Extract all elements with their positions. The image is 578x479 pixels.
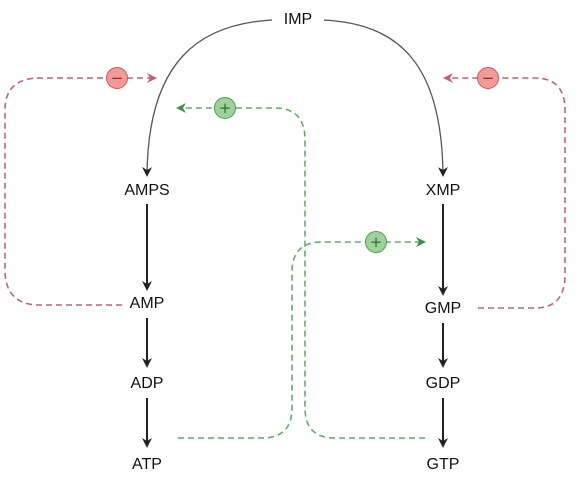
- node-atp: ATP: [129, 456, 165, 474]
- node-amps: AMPS: [121, 182, 173, 200]
- atp-activation-plus-icon: +: [365, 231, 387, 253]
- node-adp: ADP: [127, 375, 167, 393]
- gtp-activation-path: [176, 103, 425, 439]
- node-amp: AMP: [126, 295, 168, 313]
- node-gtp: GTP: [423, 456, 463, 474]
- imp-to-amps-arc: [142, 19, 273, 177]
- gmp-inhibition-loop: [443, 73, 566, 309]
- atp-activation-path: [178, 237, 426, 439]
- node-xmp: XMP: [422, 182, 464, 200]
- gtp-activation-plus-icon: +: [214, 97, 236, 119]
- gmp-inhibition-minus-icon: −: [477, 67, 499, 89]
- node-imp: IMP: [280, 11, 316, 29]
- imp-to-xmp-arc: [323, 19, 448, 177]
- amp-inhibition-minus-icon: −: [106, 67, 128, 89]
- node-gmp: GMP: [421, 300, 465, 318]
- node-gdp: GDP: [422, 375, 464, 393]
